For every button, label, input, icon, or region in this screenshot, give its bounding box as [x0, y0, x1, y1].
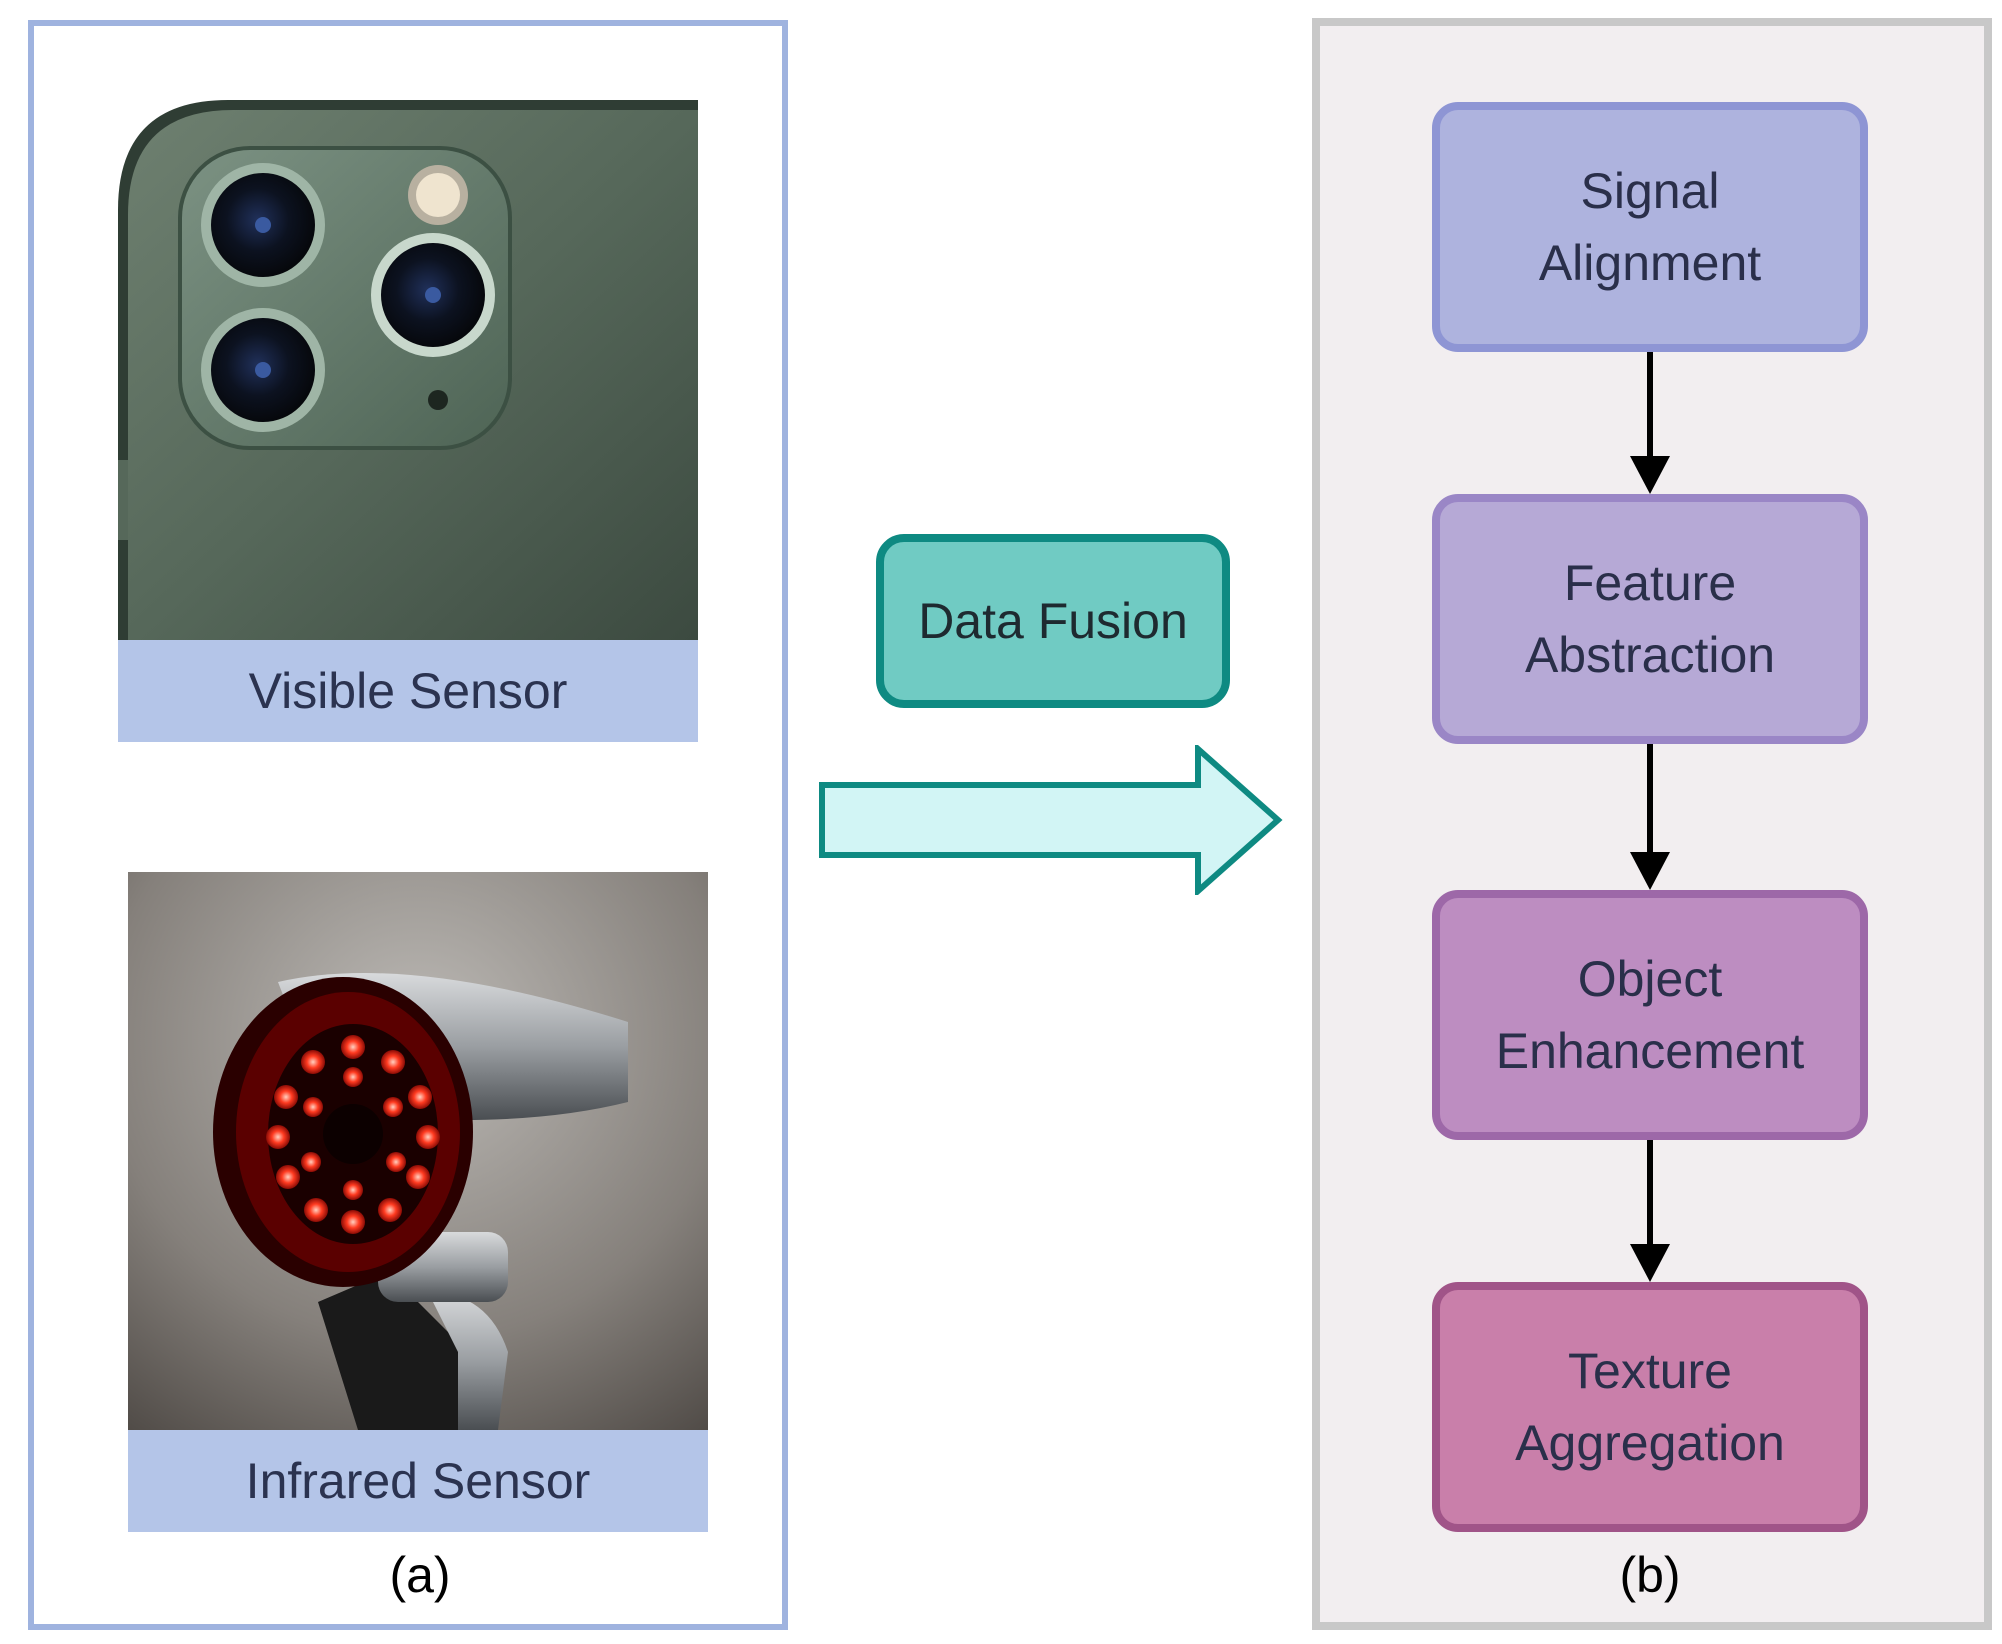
infrared-sensor-label: Infrared Sensor: [128, 1430, 708, 1532]
down-arrow-icon: [1630, 1140, 1670, 1282]
data-fusion-box: Data Fusion: [876, 534, 1230, 708]
step-line: Abstraction: [1524, 627, 1776, 683]
caption-b: (b): [1619, 1547, 1681, 1603]
step-line: Aggregation: [1515, 1415, 1785, 1471]
step-line: Enhancement: [1495, 1023, 1805, 1079]
down-arrow-icon: [1630, 744, 1670, 890]
visible-sensor-photo: [118, 100, 698, 640]
right-arrow-icon: [819, 745, 1283, 895]
visible-sensor-label: Visible Sensor: [118, 640, 698, 742]
infrared-sensor-photo: [128, 872, 708, 1430]
down-arrow-icon: [1630, 352, 1670, 494]
step-line: Alignment: [1538, 235, 1762, 291]
step-line: Object: [1577, 951, 1723, 1007]
step-line: Feature: [1563, 555, 1737, 611]
step-line: Signal: [1580, 163, 1720, 219]
caption-a: (a): [389, 1547, 451, 1603]
step-line: Texture: [1568, 1343, 1732, 1399]
